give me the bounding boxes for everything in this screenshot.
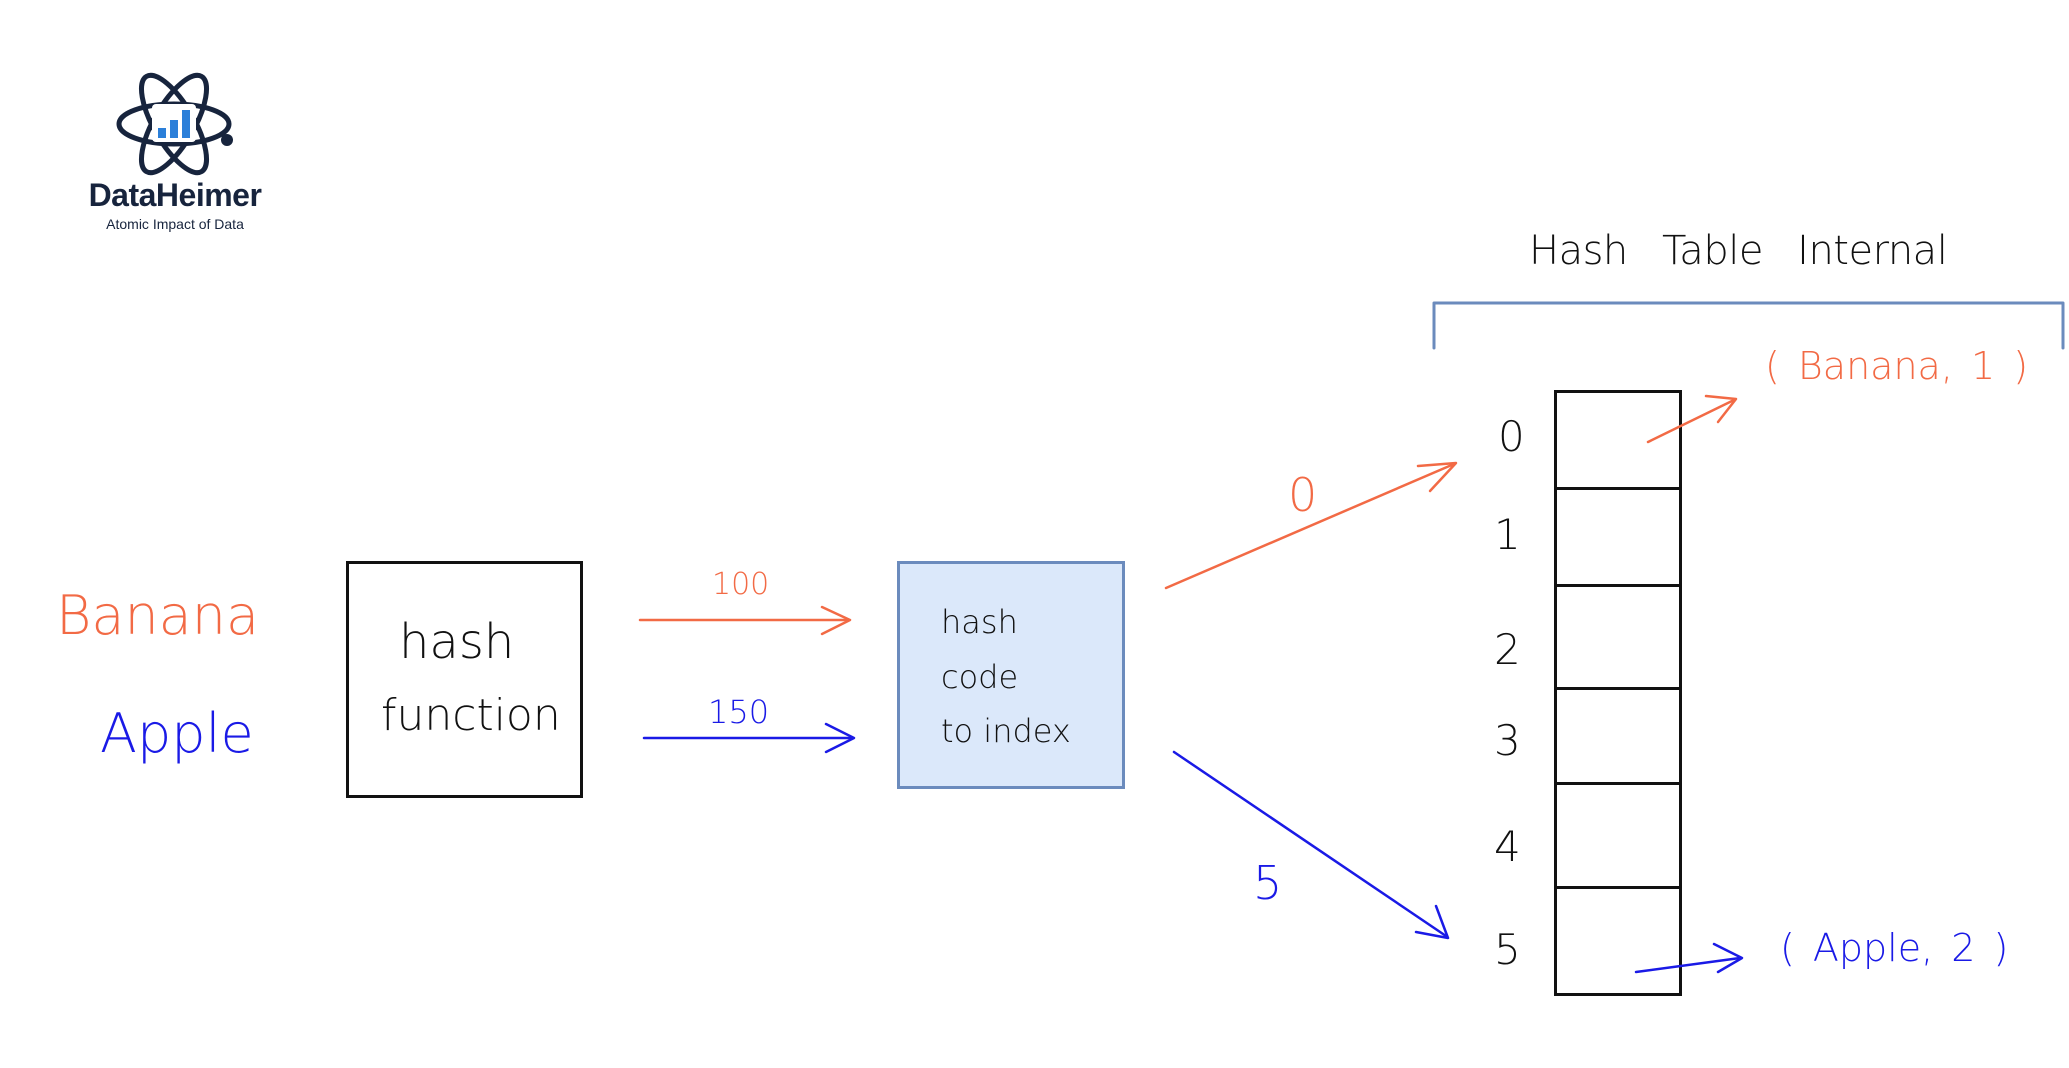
key-banana: Banana [56,584,260,647]
brand-tagline: Atomic Impact of Data [106,216,244,232]
bucket-cell [1554,886,1682,996]
arrow-banana-hash-code [638,605,852,636]
code-to-index-line2: code [941,658,1019,696]
code-to-index-line3: to index [941,712,1071,750]
bucket-index: 0 [1498,412,1525,461]
hash-code-apple: 150 [708,693,770,731]
arrow-index-5 [1172,750,1450,940]
code-to-index-line1: hash [941,603,1018,641]
bucket-index: 2 [1494,625,1521,674]
hash-table-bracket [1432,301,2065,350]
hash-code-banana: 100 [712,567,770,602]
brand-logo: DataHeimer Atomic Impact of Data [70,62,280,242]
brand-name: DataHeimer [88,177,262,213]
atom-chart-icon [116,72,233,176]
arrow-bucket-5-entry [1634,942,1744,974]
hash-function-label-line1: hash [399,614,515,670]
hash-table-title: Hash Table Internal [1529,228,1948,274]
index-result-banana: 0 [1288,468,1318,522]
hash-function-label-line2: function [381,690,561,741]
entry-banana: ( Banana, 1 ) [1765,344,2029,388]
hash-function-box: hash function [346,561,583,798]
bucket-index: 1 [1494,510,1521,559]
bucket-cell [1554,390,1682,490]
bucket-index: 3 [1494,716,1521,765]
bucket-cell [1554,782,1682,889]
arrow-apple-hash-code [642,722,856,754]
bucket-cell [1554,487,1682,587]
bucket-index: 5 [1494,925,1521,974]
bucket-index: 4 [1494,822,1521,871]
index-result-apple: 5 [1253,856,1283,910]
code-to-index-box: hash code to index [897,561,1125,789]
arrow-index-0 [1164,461,1458,590]
key-apple: Apple [100,702,254,765]
arrow-bucket-0-entry [1646,394,1738,444]
entry-apple: ( Apple, 2 ) [1780,926,2009,970]
